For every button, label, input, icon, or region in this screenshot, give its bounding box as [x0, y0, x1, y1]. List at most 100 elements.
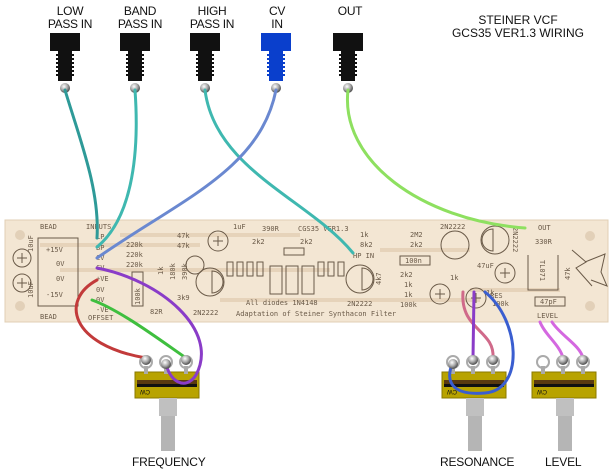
diagram-title: STEINER VCF GCS35 VER1.3 WIRING	[438, 14, 598, 40]
res-1k-c: 1k	[404, 291, 413, 299]
jack-lug	[343, 83, 353, 93]
jack-cv[interactable]	[261, 33, 291, 93]
pcb-adaptation-note: Adaptation of Steiner Synthacon Filter	[236, 310, 396, 318]
pcb-label-plus15v: +15V	[46, 246, 64, 254]
res-390k: 390k	[181, 262, 189, 280]
jack-lug	[200, 83, 210, 93]
pad-label-cv: CV	[96, 254, 105, 262]
wire-level-b	[550, 320, 585, 360]
wire-high-pass	[203, 88, 355, 255]
jack-label-line1: HIGH	[197, 4, 227, 18]
pcb-label-res: RES	[490, 292, 503, 300]
cap-100n: 100n	[405, 257, 422, 265]
jack-thread	[269, 51, 283, 81]
pot-cw-label: CW	[537, 388, 547, 394]
pad-label-pos-ve: +VE	[96, 275, 109, 283]
cap-47pf: 47pF	[540, 298, 557, 306]
res-3k9: 3k9	[177, 294, 190, 302]
jack-nut	[333, 33, 363, 51]
pcb-label-offset: OFFSET	[88, 314, 114, 322]
res-220k-b: 220k	[126, 251, 144, 259]
transistor-label-b: 2N2222	[347, 300, 372, 308]
pot-label-resonance: RESONANCE	[440, 455, 515, 469]
pcb-label-0v-a: 0V	[56, 260, 65, 268]
res-220k-a: 220k	[126, 241, 144, 249]
pad-label-0v: 0V	[96, 286, 105, 294]
pcb-label-bead-bottom: BEAD	[40, 313, 57, 321]
wire-cv	[95, 88, 278, 260]
pcb-logo-icon	[571, 249, 608, 287]
res-47k-a: 47k	[177, 232, 190, 240]
solder-lug	[141, 355, 151, 365]
wire-res-blue	[448, 290, 515, 395]
jack-label-line1: OUT	[337, 4, 363, 18]
jack-label-line1: BAND	[123, 4, 157, 18]
pad-label-neg-ve: -VE	[96, 306, 109, 314]
jack-nut	[50, 33, 80, 51]
res-2k2-c: 2k2	[410, 241, 423, 249]
solder-lug	[578, 355, 588, 365]
cap-1uf: 1uF	[233, 223, 246, 231]
ic-label-tl071: TL071	[538, 260, 546, 281]
pcb-label-10uf-a: 10uF	[27, 235, 35, 252]
wire-out	[345, 88, 527, 230]
solder-lug	[161, 359, 171, 369]
pcb-board: +15V 0V 0V -15V 10uF 10uF BEAD BEAD INPU…	[4, 219, 609, 323]
solder-lug	[488, 355, 498, 365]
jack-lug	[271, 83, 281, 93]
pot-cw-label: CW	[447, 388, 457, 394]
res-2k2-a: 2k2	[252, 238, 265, 246]
pad-label-bp: BP	[96, 244, 104, 252]
res-1k-b: 1k	[404, 281, 413, 289]
pot-label-frequency: FREQUENCY	[132, 455, 206, 469]
res-1k-a: 1k	[360, 231, 369, 239]
jack-label-cv: CV IN	[252, 5, 302, 31]
jack-out[interactable]	[333, 33, 363, 93]
res-1k-f: 1k	[157, 266, 165, 275]
wire-level-a	[538, 320, 565, 360]
pcb-label-10uf-b: 10uF	[27, 281, 35, 298]
jack-thread	[128, 51, 142, 81]
pot-level[interactable]: CW	[531, 355, 597, 451]
pot-cw-label: CW	[140, 388, 150, 394]
pcb-diodes-note: All diodes 1N4148	[246, 299, 318, 307]
pcb-label-out: OUT	[538, 224, 551, 232]
transistor-label-c: 2N2222	[440, 223, 465, 231]
wire-band-pass	[95, 88, 138, 249]
jack-label-low-pass: LOW PASS IN	[40, 5, 100, 31]
jack-band-pass[interactable]	[120, 33, 150, 93]
res-100k-a: 100k	[400, 301, 418, 309]
wire-freq-green	[90, 298, 188, 360]
transistor-label-d: 2N2222	[511, 227, 519, 252]
jack-high-pass[interactable]	[190, 33, 220, 93]
pcb-label-bead-top: BEAD	[40, 223, 57, 231]
pot-shaft[interactable]	[161, 416, 175, 451]
jack-label-band-pass: BAND PASS IN	[110, 5, 170, 31]
pot-shaft[interactable]	[558, 416, 572, 451]
jack-low-pass[interactable]	[50, 33, 80, 93]
pad-label-lp: LP	[96, 233, 104, 241]
res-180k: 180k	[169, 262, 177, 280]
pot-label-level: LEVEL	[545, 455, 582, 469]
res-100k-b: 100k	[492, 300, 510, 308]
jack-thread	[198, 51, 212, 81]
jack-label-line1: LOW	[56, 4, 84, 18]
res-330r: 330R	[535, 238, 553, 246]
title-line-1: STEINER VCF	[478, 13, 558, 27]
jack-label-high-pass: HIGH PASS IN	[182, 5, 242, 31]
res-47k-b: 47k	[177, 242, 190, 250]
pcb-label-minus15v: -15V	[46, 291, 64, 299]
res-47k-c: 47k	[564, 267, 572, 280]
res-390r: 390R	[262, 225, 280, 233]
pad-label-0v2: 0V	[96, 296, 105, 304]
solder-lug	[181, 355, 191, 365]
pcb-board-id: CGS35 VER1.3	[298, 225, 349, 233]
cap-47uf: 47uF	[477, 262, 494, 270]
pot-shaft[interactable]	[468, 416, 482, 451]
jack-thread	[341, 51, 355, 81]
solder-lug	[558, 355, 568, 365]
jack-label-line2: PASS IN	[117, 17, 163, 31]
jack-label-line2: PASS IN	[189, 17, 235, 31]
res-2k2-d: 2k2	[400, 271, 413, 279]
